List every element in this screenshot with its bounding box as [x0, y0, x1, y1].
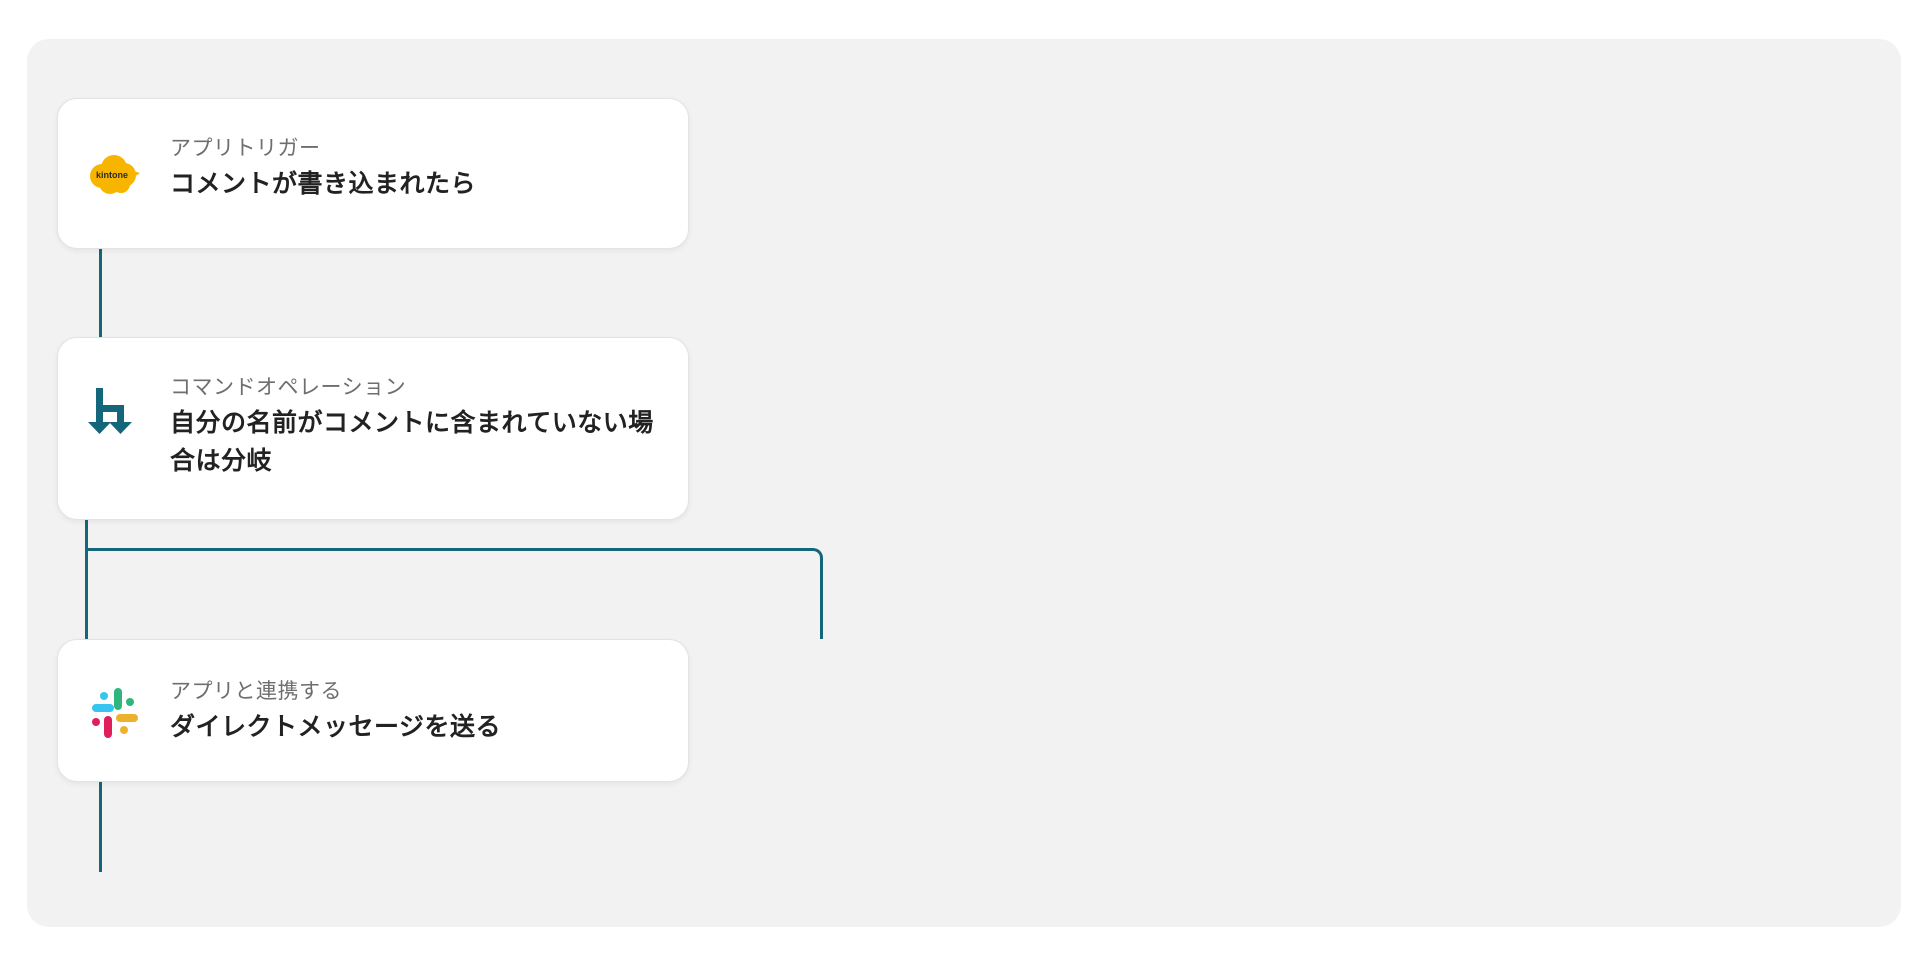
- step-title: コメントが書き込まれたら: [170, 169, 477, 198]
- branch-icon: [86, 386, 142, 442]
- step-card-slack[interactable]: アプリと連携する ダイレクトメッセージを送る: [57, 639, 689, 782]
- connector-line: [99, 780, 102, 872]
- step-kind-label: アプリと連携する: [170, 679, 342, 703]
- kintone-logo-text: kintone: [96, 170, 128, 180]
- step-title: ダイレクトメッセージを送る: [170, 712, 502, 741]
- step-kind-label: コマンドオペレーション: [170, 375, 407, 399]
- slack-logo-icon: [86, 684, 142, 740]
- step-kind-label: アプリトリガー: [170, 136, 321, 160]
- step-card-trigger[interactable]: kintone アプリトリガー コメントが書き込まれたら: [57, 98, 689, 249]
- branch-connector-line: [85, 548, 823, 639]
- connector-line: [99, 247, 102, 339]
- step-title: 自分の名前がコメントに含まれていない場合は分岐: [170, 408, 654, 475]
- step-card-branch[interactable]: コマンドオペレーション 自分の名前がコメントに含まれていない場合は分岐: [57, 337, 689, 520]
- connector-line: [85, 518, 88, 639]
- kintone-logo-icon: kintone: [86, 146, 142, 202]
